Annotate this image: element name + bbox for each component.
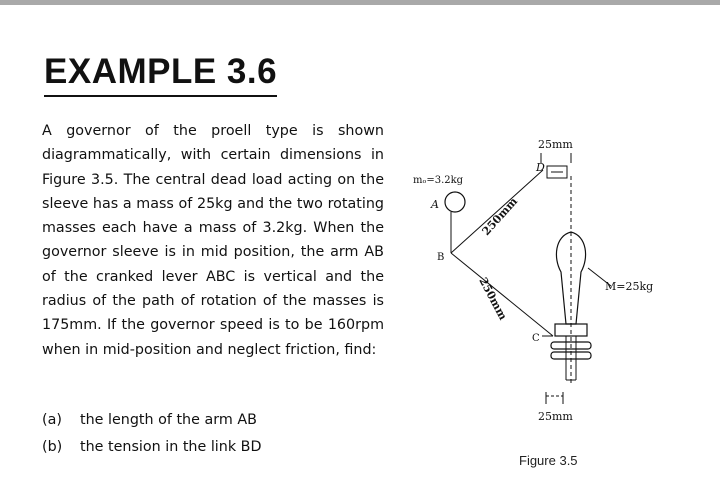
page-title: EXAMPLE 3.6 — [44, 52, 278, 91]
pivot-d — [546, 165, 568, 179]
item-marker: (b) — [42, 439, 63, 455]
list-item: (b) the tension in the link BD — [42, 434, 392, 461]
upper-length-label: 250mm — [480, 195, 521, 238]
lower-length-label: 250mm — [476, 275, 509, 322]
sleeve-collar — [554, 323, 588, 337]
title-underline — [44, 95, 277, 97]
item-text: the tension in the link BD — [80, 439, 262, 455]
point-b-label: B — [437, 252, 444, 263]
upper-link — [450, 169, 544, 254]
point-c-label: C — [532, 333, 540, 344]
sleeve-ring — [550, 351, 592, 360]
sleeve-ring — [550, 341, 592, 350]
item-text: the length of the arm AB — [80, 412, 257, 428]
item-marker: (a) — [42, 412, 62, 428]
dead-load — [555, 231, 587, 325]
dim-top-label: 25mm — [538, 138, 573, 151]
mass-label: mₒ=3.2kg — [413, 175, 464, 186]
dim-bottom-label: 25mm — [538, 410, 573, 423]
point-d-label: D — [535, 161, 545, 174]
dead-load-label: M=25kg — [605, 280, 653, 293]
lower-link — [450, 252, 554, 337]
question-list: (a) the length of the arm AB (b) the tensi… — [42, 407, 392, 461]
figure-caption: Figure 3.5 — [519, 453, 578, 468]
governor-diagram: 25mm D mₒ=3.2kg A B 250mm 250mm C M=25kg… — [413, 138, 653, 423]
rotating-mass — [444, 191, 466, 213]
point-a-label: A — [430, 198, 439, 211]
top-border — [0, 0, 720, 5]
list-item: (a) the length of the arm AB — [42, 407, 392, 434]
problem-statement: A governor of the proell type is shown d… — [42, 123, 384, 358]
